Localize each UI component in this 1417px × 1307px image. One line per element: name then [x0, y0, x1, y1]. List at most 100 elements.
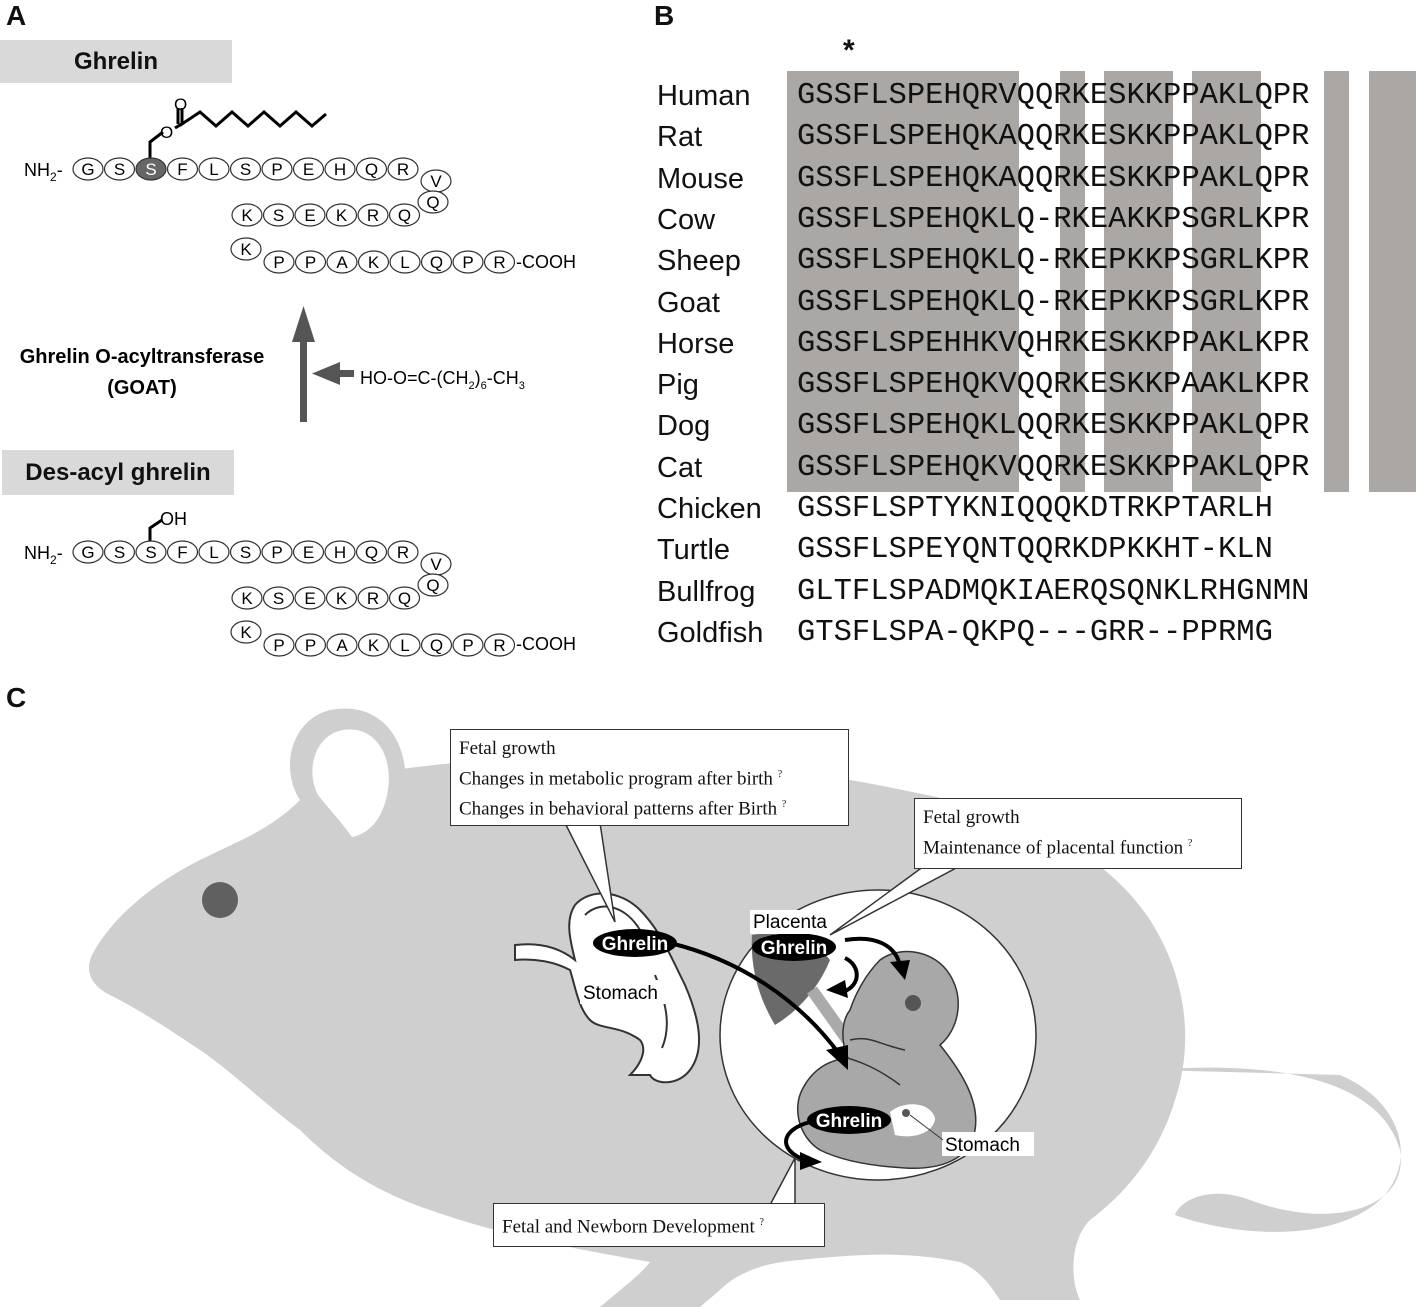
residue-row4-4-bead	[389, 250, 421, 274]
sequence-goldfish: GTSFLSPA-QKPQ---GRR--PPRMG	[797, 615, 1273, 650]
residue-row1-6-bead	[261, 540, 293, 564]
residue-row3-5-bead	[388, 586, 421, 610]
residue-turn-1-bead	[417, 190, 449, 214]
substrate-arrow	[312, 362, 354, 385]
residue-row4-7-letter: R	[493, 253, 505, 272]
residue-row1-7-letter: E	[303, 160, 314, 179]
sequence-human: GSSFLSPEHQRVQQRKESKKPPAKLQPR	[797, 79, 1310, 113]
residue-row1-5-bead	[229, 540, 262, 564]
shaded-block-5	[1368, 71, 1416, 492]
residue-row4-2-letter: A	[336, 253, 348, 272]
residue-row3-1-letter: S	[273, 589, 284, 608]
species-name-goldfish: Goldfish	[657, 616, 764, 649]
residue-row1-6-bead	[261, 157, 293, 181]
shaded-block-1	[1059, 71, 1085, 492]
hydroxyl-bond	[148, 518, 163, 543]
residue-row1-7-bead	[292, 157, 325, 181]
residue-row1-2-letter: S	[145, 543, 156, 562]
residue-row1-1-letter: S	[114, 543, 125, 562]
residue-row1-3-letter: F	[177, 543, 187, 562]
residue-row3-4-letter: R	[367, 206, 379, 225]
residue-row4-5-letter: Q	[430, 636, 443, 655]
residue-row4-start-letter: K	[240, 623, 252, 642]
placental-ghrelin-label: Ghrelin	[761, 938, 828, 959]
fetal-stomach-pointer	[909, 1114, 944, 1141]
species-name-pig: Pig	[657, 369, 699, 402]
placenta-label: Placenta	[753, 912, 827, 933]
c-terminus-label-desacyl: -COOH	[516, 634, 576, 654]
residue-row1-9-bead	[355, 540, 388, 564]
mouse-eye	[202, 882, 238, 918]
placental-autocrine-arrow	[826, 936, 910, 998]
residue-row1-0-bead	[72, 157, 104, 181]
residue-row4-2-letter: A	[336, 636, 348, 655]
shaded-block-3	[1192, 71, 1262, 492]
residue-row4-6-letter: P	[462, 636, 473, 655]
fetal-stomach-dot	[902, 1109, 910, 1117]
species-name-sheep: Sheep	[657, 245, 741, 278]
residue-row1-6-letter: P	[271, 160, 282, 179]
residue-row3-2-letter: E	[304, 589, 315, 608]
species-name-goat: Goat	[657, 286, 720, 319]
residue-row1-8-bead	[324, 157, 356, 181]
maternal-to-fetal-arrow	[669, 941, 848, 1070]
residue-row4-4-letter: L	[400, 636, 409, 655]
residue-row4-0-bead	[263, 633, 295, 657]
residue-row3-4-bead	[357, 586, 389, 610]
residue-row3-2-bead	[294, 586, 326, 610]
residue-row1-1-bead	[103, 540, 136, 564]
fetus-eye	[905, 995, 921, 1011]
residue-row3-3-bead	[325, 203, 358, 227]
fetal-ghrelin-label: Ghrelin	[816, 1111, 883, 1132]
residue-row4-0-bead	[263, 250, 295, 274]
residue-row3-0-letter: K	[241, 206, 253, 225]
hydroxyl-label: OH	[160, 509, 187, 529]
maternal-ghrelin-label: Ghrelin	[602, 934, 669, 955]
residue-row3-0-bead	[231, 203, 263, 227]
residue-row1-3-bead	[166, 157, 199, 181]
acyl-substrate-label: HO-O=C-(CH2)6-CH3	[360, 368, 525, 392]
callout-maternal-line2: Changes in metabolic program after birth…	[459, 768, 783, 790]
residue-row4-2-bead	[326, 633, 358, 657]
residue-row1-3-letter: F	[177, 160, 187, 179]
fetal-stomach-label: Stomach	[945, 1135, 1020, 1156]
residue-row1-4-bead	[198, 157, 230, 181]
residue-row4-6-bead	[452, 250, 484, 274]
residue-row1-7-bead	[292, 540, 325, 564]
species-name-bullfrog: Bullfrog	[657, 575, 756, 608]
goat-arrow	[292, 306, 315, 422]
placental-ghrelin-callout: Fetal growth Maintenance of placental fu…	[914, 798, 1242, 869]
species-name-chicken: Chicken	[657, 493, 762, 525]
residue-row1-1-letter: S	[114, 160, 125, 179]
residue-turn-1-letter: Q	[426, 576, 439, 595]
mouse-ear-inner	[312, 729, 389, 837]
residue-row1-9-bead	[355, 157, 388, 181]
sequence-bullfrog: GLTFLSPADMQKIAERQSQNKLRHGNMN	[797, 574, 1310, 609]
residue-turn-1-letter: Q	[426, 193, 439, 212]
carbonyl-oxygen-label: O	[174, 95, 187, 114]
residue-row3-2-letter: E	[304, 206, 315, 225]
placental-ghrelin-oval	[752, 933, 836, 961]
residue-row3-1-bead	[262, 586, 295, 610]
maternal-ghrelin-callout: Fetal growth Changes in metabolic progra…	[450, 729, 849, 826]
sequence-goat: GSSFLSPEHQKLQ-RKEPKKPSGRLKPR	[797, 285, 1310, 320]
residue-row3-1-bead	[262, 203, 295, 227]
residue-row4-6-bead	[452, 633, 484, 657]
enzyme-name-line2: (GOAT)	[107, 377, 177, 399]
residue-row1-5-bead	[229, 157, 262, 181]
residue-row4-start-bead	[230, 620, 262, 644]
residue-row3-2-bead	[294, 203, 326, 227]
sequence-chicken: GSSFLSPTYKNIQQQKDTRKPTARLH	[797, 492, 1273, 526]
sequence-dog: GSSFLSPEHQKLQQRKESKKPPAKLQPR	[797, 409, 1310, 444]
residue-row4-1-letter: P	[305, 636, 316, 655]
residue-row1-0-letter: G	[81, 543, 94, 562]
residue-row1-3-bead	[166, 540, 199, 564]
acylation-site-asterisk: *	[843, 34, 855, 67]
fetal-ghrelin-callout: Fetal and Newborn Development ?	[493, 1203, 825, 1247]
residue-row1-4-letter: L	[209, 543, 218, 562]
sequence-cat: GSSFLSPEHQKVQQRKESKKPPAKLQPR	[797, 450, 1310, 485]
species-name-horse: Horse	[657, 327, 735, 360]
panel-a-letter: A	[6, 0, 27, 31]
